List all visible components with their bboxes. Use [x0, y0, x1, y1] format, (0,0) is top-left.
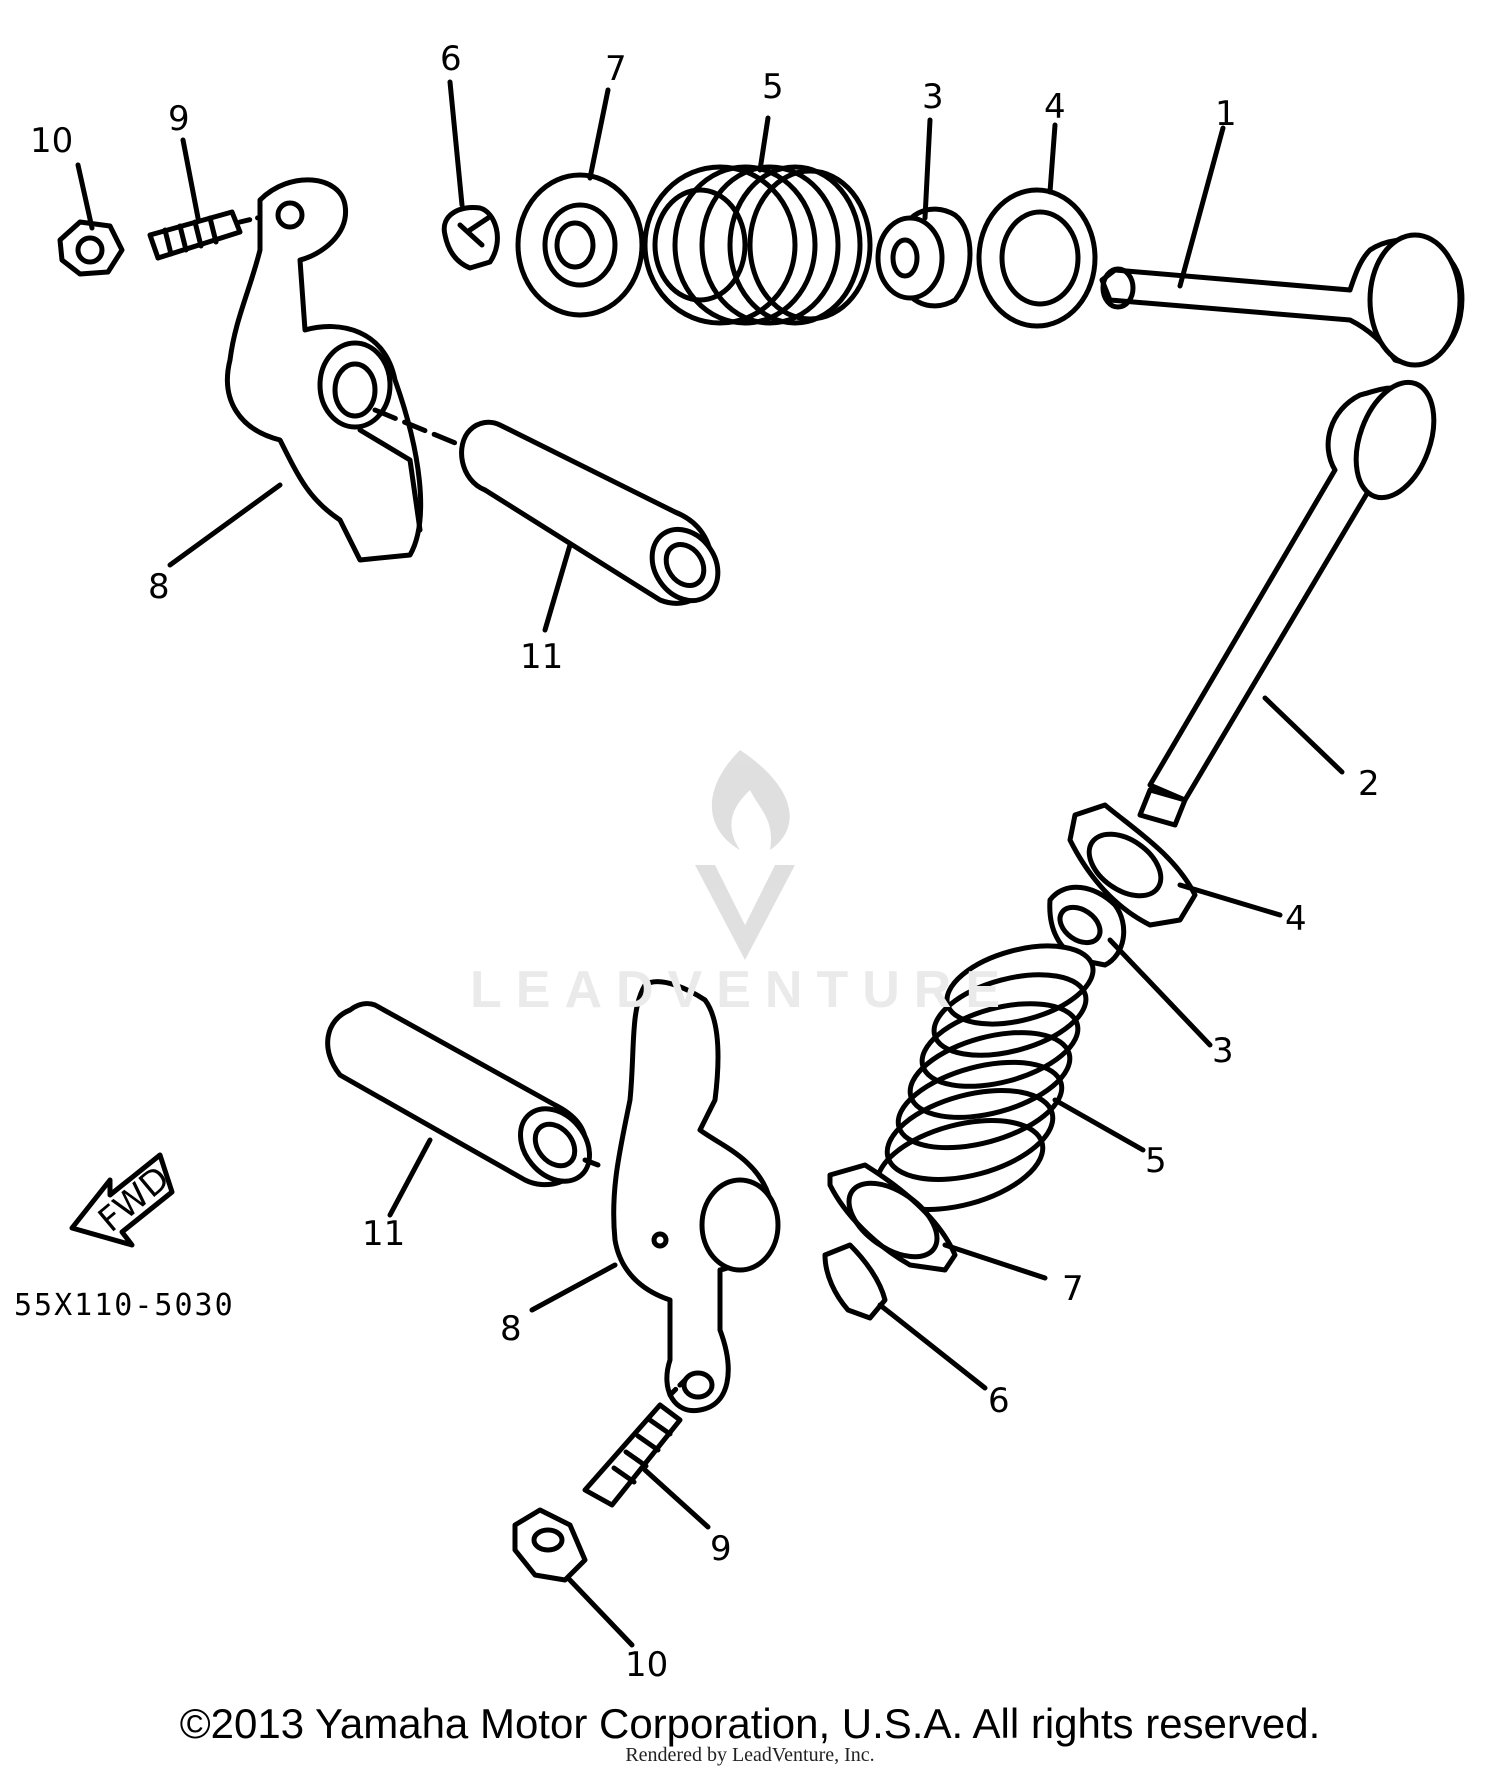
part-6-cotter-lower — [822, 1242, 888, 1321]
label-upper-9: 9 — [168, 99, 190, 139]
label-upper-6: 6 — [440, 39, 462, 79]
label-upper-11: 11 — [520, 637, 563, 677]
label-lower-6: 6 — [988, 1381, 1010, 1421]
part-7-retainer-lower — [827, 1162, 958, 1273]
label-lower-8: 8 — [500, 1309, 522, 1349]
label-upper-3: 3 — [922, 77, 944, 117]
diagram-code: 55X110-5030 — [14, 1288, 235, 1323]
label-lower-2: 2 — [1358, 764, 1380, 804]
part-5-spring-upper — [642, 164, 873, 326]
label-lower-7: 7 — [1062, 1269, 1084, 1309]
label-lower-3: 3 — [1212, 1031, 1234, 1071]
label-lower-9: 9 — [710, 1529, 732, 1569]
part-9-screw-upper — [147, 209, 273, 261]
part-4-seat-lower — [1067, 802, 1198, 928]
part-8-rocker-arm-upper — [224, 177, 463, 563]
part-5-spring-lower — [874, 943, 1096, 1212]
watermark-text: LEADVENTURE — [470, 961, 1015, 1019]
label-upper-8: 8 — [148, 567, 170, 607]
part-8-rocker-arm-lower — [611, 979, 781, 1414]
part-11-shaft-upper — [459, 419, 721, 606]
label-lower-5: 5 — [1145, 1141, 1167, 1181]
label-upper-1: 1 — [1215, 94, 1237, 134]
part-2-valve-lower — [1137, 379, 1437, 828]
rendered-by-note: Rendered by LeadVenture, Inc. — [625, 1744, 875, 1766]
leader-lines — [75, 79, 1345, 1648]
label-upper-7: 7 — [605, 49, 627, 89]
part-3-seal-upper — [875, 206, 973, 309]
part-6-cotter-upper — [441, 204, 500, 271]
part-11-shaft-lower — [325, 1001, 601, 1188]
part-10-nut-lower — [512, 1507, 588, 1583]
watermark-logo — [695, 750, 795, 960]
part-7-retainer-upper — [515, 172, 645, 318]
copyright-notice: ©2013 Yamaha Motor Corporation, U.S.A. A… — [179, 1700, 1321, 1747]
label-lower-10: 10 — [625, 1645, 668, 1685]
part-1-valve-upper — [1099, 232, 1465, 368]
fwd-arrow-icon: FWD — [69, 1152, 177, 1248]
part-9-screw-lower — [582, 1377, 688, 1508]
label-upper-5: 5 — [762, 67, 784, 107]
label-upper-4: 4 — [1044, 87, 1066, 127]
label-lower-11: 11 — [362, 1214, 405, 1254]
part-4-seat-upper — [976, 187, 1098, 329]
part-10-nut-upper — [57, 219, 125, 277]
label-lower-4: 4 — [1285, 899, 1307, 939]
label-upper-10: 10 — [30, 121, 73, 161]
